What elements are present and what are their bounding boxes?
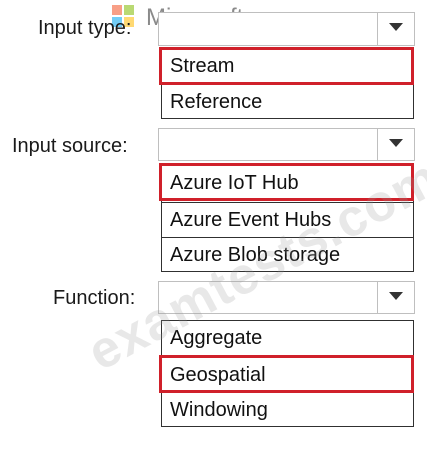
input-type-dropdown[interactable] bbox=[158, 12, 415, 46]
answer-highlight-azure-iot-hub bbox=[159, 163, 414, 201]
microsoft-logo-icon bbox=[112, 5, 134, 27]
chevron-down-icon[interactable] bbox=[377, 282, 414, 313]
option-azure-iot-hub[interactable]: Azure IoT Hub bbox=[170, 172, 299, 194]
option-azure-blob-storage[interactable]: Azure Blob storage bbox=[162, 237, 413, 272]
input-source-options: Azure IoT Hub Azure Event Hubs Azure Blo… bbox=[161, 165, 414, 272]
function-dropdown[interactable] bbox=[158, 281, 415, 314]
answer-highlight-geospatial bbox=[159, 355, 414, 393]
chevron-down-icon[interactable] bbox=[377, 129, 414, 160]
option-reference[interactable]: Reference bbox=[162, 84, 413, 119]
option-stream[interactable]: Stream bbox=[170, 55, 235, 77]
option-azure-event-hubs[interactable]: Azure Event Hubs bbox=[162, 202, 413, 237]
option-aggregate[interactable]: Aggregate bbox=[170, 327, 263, 349]
function-label: Function: bbox=[53, 287, 136, 309]
input-type-label: Input type: bbox=[38, 17, 132, 39]
option-windowing[interactable]: Windowing bbox=[162, 392, 413, 427]
answer-highlight-stream bbox=[159, 47, 414, 85]
input-source-dropdown[interactable] bbox=[158, 128, 415, 161]
chevron-down-icon[interactable] bbox=[377, 13, 414, 45]
input-source-label: Input source: bbox=[12, 135, 128, 157]
